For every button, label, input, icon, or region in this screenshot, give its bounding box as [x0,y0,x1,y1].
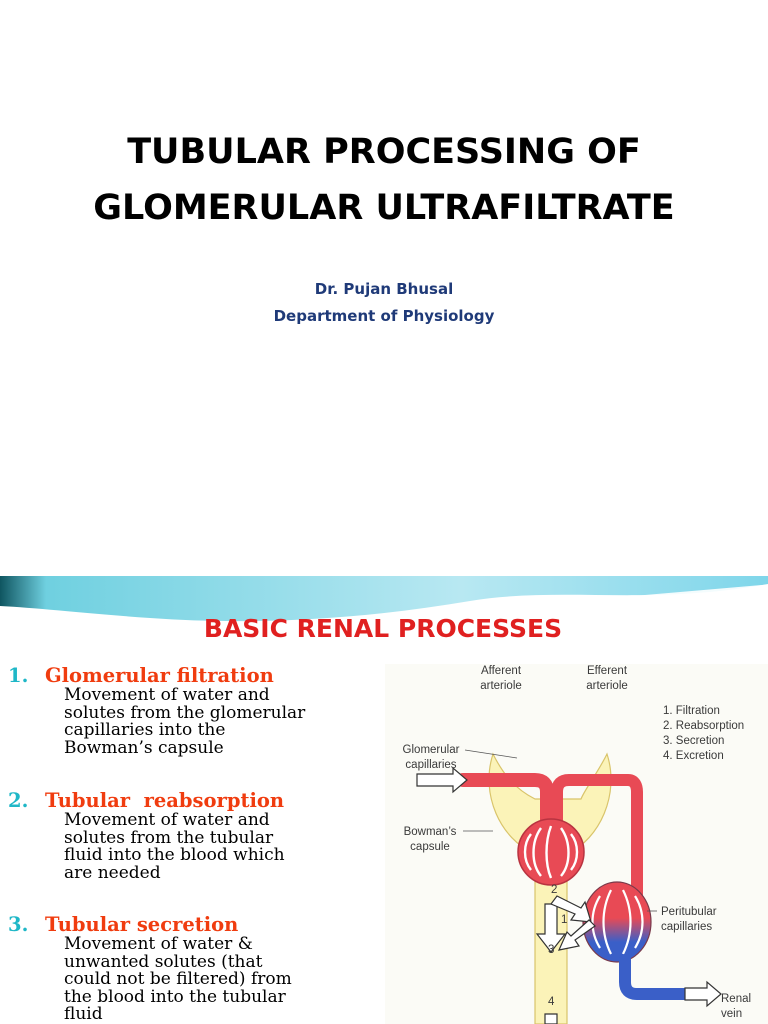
desc-line: fluid into the blood which [64,845,285,865]
label-peritubular-line1: Peritubular [661,906,717,918]
label-glomerular-line2: capillaries [405,759,456,771]
renal-tubule [488,752,612,1024]
label-bowmans-line2: capsule [410,841,450,853]
desc-line: Movement of water and [64,810,270,830]
process-heading: 2. Tubular reabsorption [8,789,388,812]
nephron-diagram: Afferent arteriole Efferent arteriole 1.… [385,664,768,1024]
desc-line: the blood into the tubular [64,986,286,1007]
process-heading: 3. Tubular secretion [8,913,388,936]
process-number: 1. [8,664,29,687]
label-efferent-line2: arteriole [586,680,628,692]
process-title: Glomerular filtration [45,664,274,687]
desc-line: Bowman’s capsule [64,737,224,758]
renal-processes-slide: BASIC RENAL PROCESSES 1. Glomerular filtr… [0,576,768,1024]
legend-secretion: 3. Secretion [663,735,724,747]
desc-line: unwanted solutes (that [64,951,263,972]
arrow-icon [544,1013,558,1024]
flow-arrows [416,766,722,1024]
process-title: Tubular reabsorption [45,789,285,812]
label-renal-vein-line1: Renal [721,993,751,1005]
author-name: Dr. Pujan Bhusal [314,280,454,298]
label-glomerular-line1: Glomerular [403,744,460,756]
desc-line: Movement of water & [64,934,253,954]
process-number: 2. [8,789,29,812]
process-glomerular-filtration: 1. Glomerular filtration Movement of wate… [8,664,388,757]
desc-line: fluid [64,1004,103,1024]
label-bowmans-line1: Bowman’s [404,826,457,838]
process-number: 3. [8,913,29,936]
marker-2: 2 [551,884,557,896]
process-tubular-reabsorption: 2. Tubular reabsorption Movement of water… [8,789,388,882]
label-afferent-line2: arteriole [480,680,522,692]
arrow-icon [550,895,592,923]
process-title: Tubular secretion [45,913,239,936]
desc-line: capillaries into the [64,720,226,740]
slide-title-line-2: GLOMERULAR ULTRAFILTRATE [93,188,675,228]
desc-line: could not be filtered) from [64,969,292,989]
process-description: Movement of water & unwanted solutes (th… [64,934,388,1024]
desc-line: Movement of water and [64,685,270,705]
marker-4: 4 [548,996,555,1008]
legend-reabsorption: 2. Reabsorption [663,720,744,732]
title-slide: TUBULAR PROCESSING OF GLOMERULAR ULTRAFI… [93,132,675,325]
renal-vein [619,954,691,1000]
slide-title-line-1: TUBULAR PROCESSING OF [127,132,641,172]
arrow-icon [535,903,567,953]
desc-line: solutes from the glomerular [64,702,306,723]
process-heading: 1. Glomerular filtration [8,664,388,687]
legend-filtration: 1. Filtration [663,705,720,717]
label-peritubular-line2: capillaries [661,921,712,933]
label-afferent-line1: Afferent [481,665,522,677]
label-renal-vein-line2: vein [721,1008,742,1020]
arrow-icon [416,766,468,794]
peritubular-capillaries [582,881,652,963]
label-efferent-line1: Efferent [587,665,628,677]
arrow-icon [684,980,722,1008]
desc-line: solutes from the tubular [64,827,274,848]
desc-line: are needed [64,862,161,883]
marker-1: 1 [561,914,567,926]
legend-excretion: 4. Excretion [663,750,724,762]
slide-title: BASIC RENAL PROCESSES [203,614,563,643]
process-description: Movement of water and solutes from the t… [64,810,388,883]
afferent-arteriole [456,773,554,829]
process-tubular-secretion: 3. Tubular secretion Movement of water & … [8,913,388,1024]
department-name: Department of Physiology [273,307,495,325]
marker-3: 3 [548,944,554,956]
glomerulus [517,818,585,886]
process-description: Movement of water and solutes from the g… [64,685,388,758]
arrow-icon [557,919,596,951]
header-wave-decoration [0,576,768,627]
